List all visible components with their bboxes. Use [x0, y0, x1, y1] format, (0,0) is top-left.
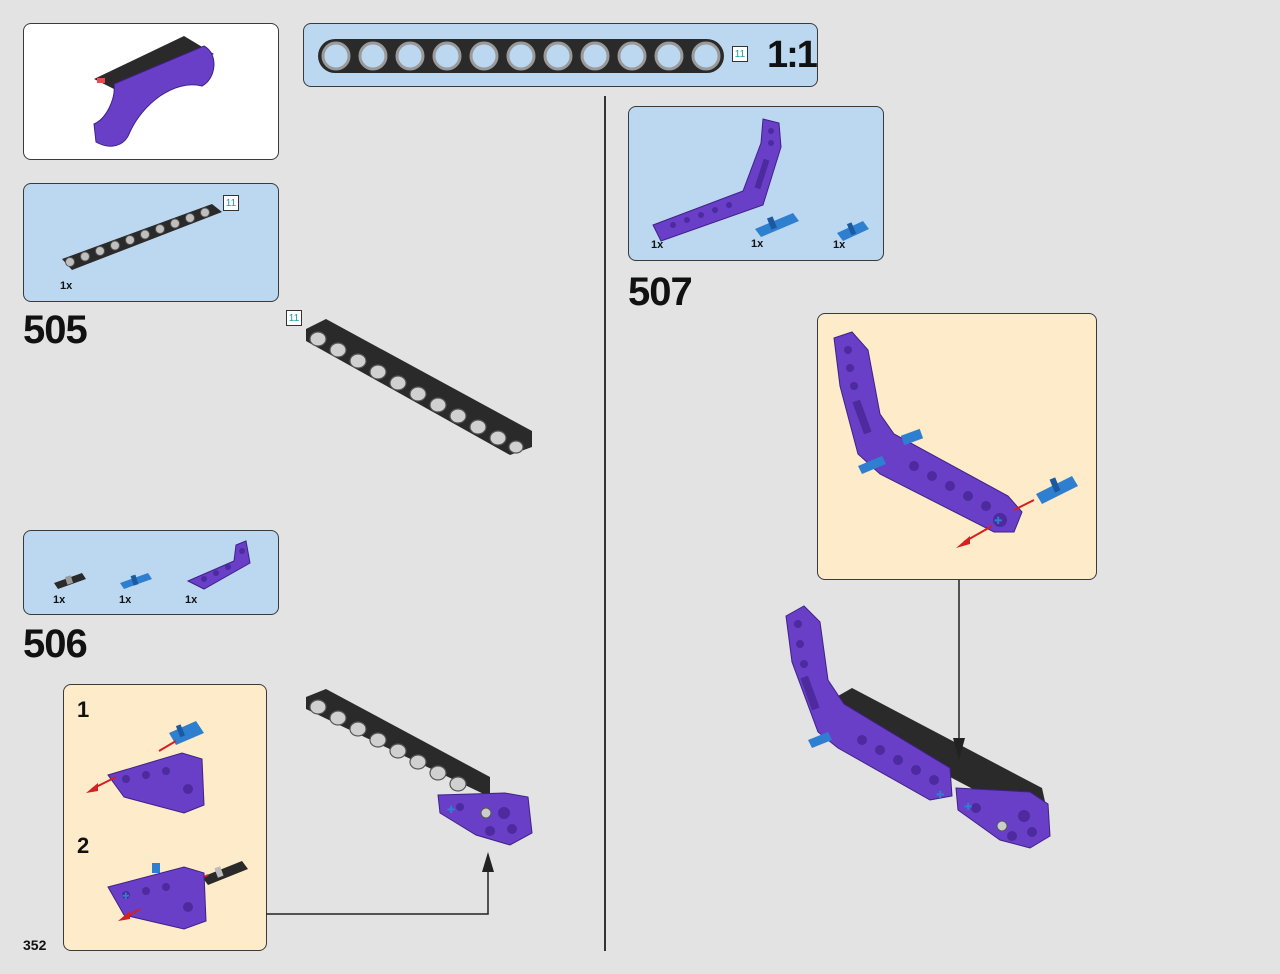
scale-ruler-callout: 11 1:1 [303, 23, 818, 87]
step-507-parts-callout: 1x 1x 1x [628, 106, 884, 261]
callout-connector-arrow [266, 852, 494, 915]
svg-text:✚: ✚ [964, 802, 972, 813]
beam-11-assembly-icon [306, 319, 532, 455]
part-quantity: 1x [119, 594, 132, 606]
part-quantity: 1x [185, 594, 198, 606]
step-506-parts-callout: 1x 1x 1x [23, 530, 279, 615]
step-number-505: 505 [23, 308, 88, 352]
bent-beam-purple-icon [652, 118, 782, 242]
pin-blue-icon [120, 573, 152, 589]
beam-11-black-icon [62, 204, 222, 270]
svg-text:✚: ✚ [994, 516, 1002, 527]
step-507-assembly-diagram: ✚ ✚ [785, 605, 1051, 849]
length-tag: 11 [223, 195, 239, 211]
step-number-507: 507 [628, 270, 693, 314]
length-tag: 11 [732, 46, 748, 62]
svg-text:✚: ✚ [122, 892, 130, 902]
page-divider [604, 96, 606, 951]
substep-1-diagram [86, 721, 205, 814]
part-quantity: 1x [833, 239, 846, 251]
step-number-506: 506 [23, 622, 88, 666]
step-506-subassembly-callout: 1 2 ✚ [63, 684, 267, 951]
pin-blue-icon [837, 221, 869, 241]
part-quantity: 1x [651, 239, 664, 251]
step-507-subassembly-diagram: ✚ [833, 331, 1078, 548]
substep-number: 1 [77, 697, 90, 722]
step-506-assembly-diagram: ✚ [306, 689, 533, 846]
part-quantity: 1x [751, 238, 764, 250]
svg-text:✚: ✚ [447, 805, 455, 816]
purple-arch-assembly-icon [93, 36, 215, 147]
substep-number: 2 [77, 833, 90, 858]
l-beam-purple-icon [186, 540, 251, 590]
scale-label: 1:1 [767, 34, 817, 76]
step-507-subassembly-callout: ✚ [817, 313, 1097, 580]
step-505-parts-callout: 11 1x [23, 183, 279, 302]
axle-pin-black-icon [54, 573, 86, 589]
part-quantity: 1x [60, 280, 73, 292]
length-tag: 11 [286, 310, 302, 326]
previous-step-result [23, 23, 279, 160]
page-number: 352 [23, 937, 47, 953]
svg-text:✚: ✚ [936, 790, 944, 801]
substep-2-diagram: ✚ [107, 861, 248, 930]
beam-11-1to1-icon [318, 39, 724, 73]
axle-pin-blue-icon [755, 213, 799, 237]
callout-connector-arrow [953, 580, 965, 760]
part-quantity: 1x [53, 594, 66, 606]
